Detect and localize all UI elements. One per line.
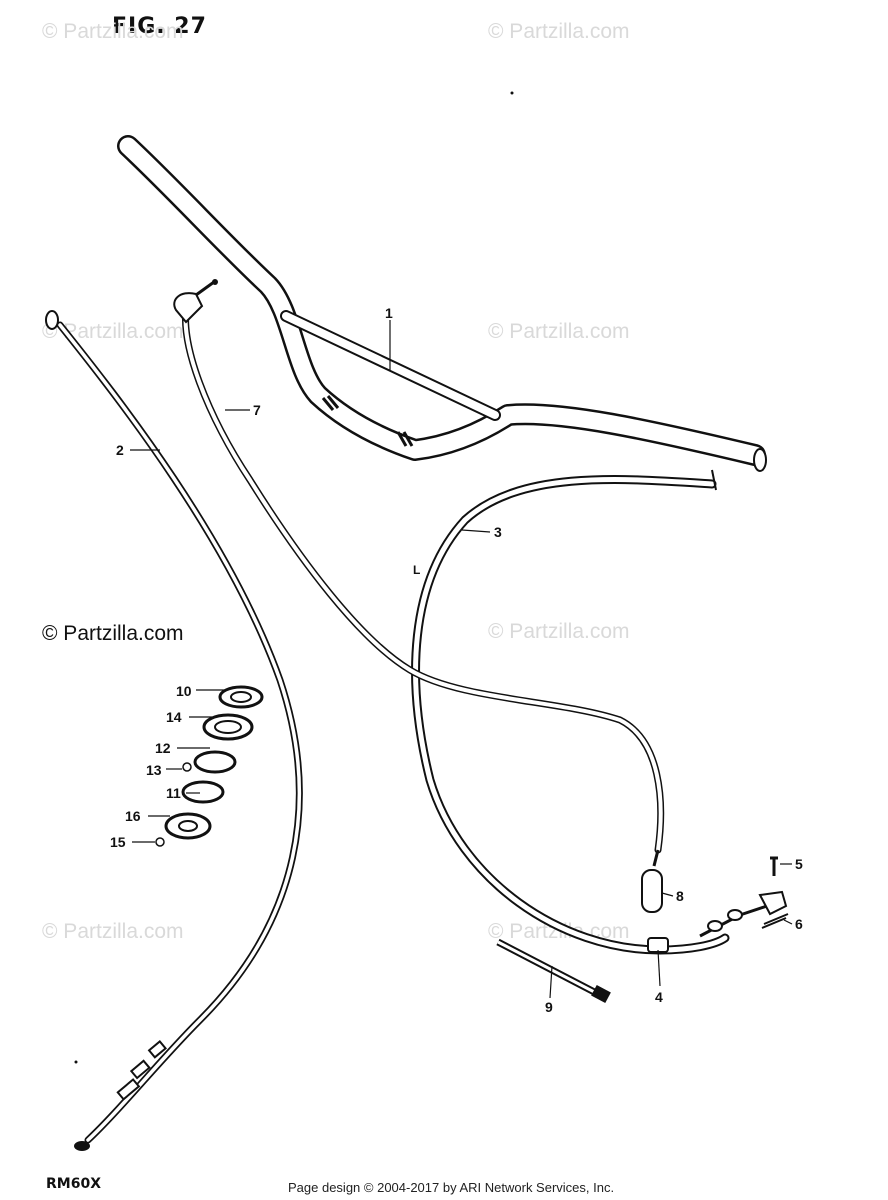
- cable-bolt[interactable]: [770, 856, 778, 876]
- callout-13: 13: [146, 762, 162, 778]
- callout-5: 5: [795, 856, 803, 872]
- dust-seal[interactable]: [202, 713, 254, 741]
- cotter-pin[interactable]: [761, 913, 789, 929]
- throttle-cable[interactable]: [173, 279, 665, 867]
- callout-4: 4: [655, 989, 663, 1005]
- callout-14: 14: [166, 709, 182, 725]
- speck: [74, 1060, 78, 1064]
- footer-credit: Page design © 2004-2017 by ARI Network S…: [288, 1180, 615, 1195]
- callout-10: 10: [176, 683, 192, 699]
- clutch-cable[interactable]: [45, 310, 303, 1151]
- watermark: © Partzilla.com: [42, 20, 184, 43]
- watermark: © Partzilla.com: [488, 320, 630, 343]
- callout-8: 8: [676, 888, 684, 904]
- callout-6: 6: [795, 916, 803, 932]
- watermark: © Partzilla.com: [488, 20, 630, 43]
- speck: [510, 91, 514, 95]
- watermark: © Partzilla.com: [42, 320, 184, 343]
- steel-ball[interactable]: [155, 837, 165, 847]
- handlebar[interactable]: [117, 135, 767, 472]
- bearing-race[interactable]: [193, 750, 237, 774]
- bearing-ball[interactable]: [182, 762, 192, 772]
- cable-adjuster[interactable]: [758, 890, 788, 916]
- figure-title: FIG. 27: [112, 14, 207, 39]
- front-brake-cable[interactable]: [411, 469, 771, 955]
- callout-7: 7: [253, 402, 261, 418]
- watermark: © Partzilla.com: [488, 620, 630, 643]
- callout-12: 12: [155, 740, 171, 756]
- callout-9: 9: [545, 999, 553, 1015]
- brand-label: © Partzilla.com: [42, 622, 184, 645]
- leader-lines: [130, 320, 793, 999]
- bearing-race-lower[interactable]: [181, 780, 225, 804]
- cable-side-mark: L: [413, 563, 420, 577]
- callout-3: 3: [494, 524, 502, 540]
- callout-16: 16: [125, 808, 141, 824]
- steering-stem-nut[interactable]: [218, 685, 264, 709]
- cable-boot[interactable]: [641, 869, 663, 913]
- wire-band[interactable]: [496, 938, 611, 1004]
- callout-15: 15: [110, 834, 126, 850]
- model-code: RM60X: [46, 1176, 101, 1192]
- callout-2: 2: [116, 442, 124, 458]
- watermark: © Partzilla.com: [42, 920, 184, 943]
- callout-1: 1: [385, 305, 393, 321]
- lower-race-washer[interactable]: [164, 812, 212, 840]
- callout-11: 11: [166, 785, 181, 801]
